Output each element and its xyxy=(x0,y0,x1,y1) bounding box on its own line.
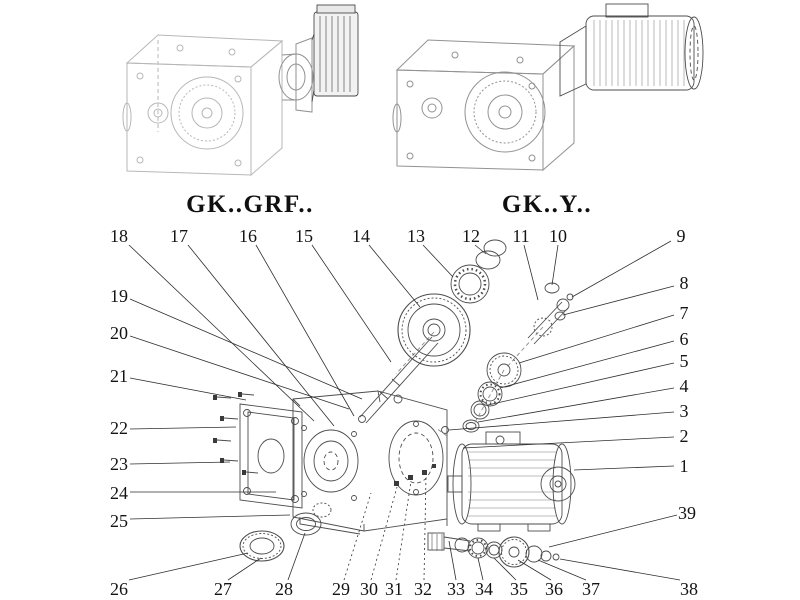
motor-drawing-y xyxy=(559,3,704,97)
callout-20: 20 xyxy=(110,323,128,343)
callout-7: 7 xyxy=(679,303,689,323)
leader-line-13 xyxy=(422,244,454,278)
electric-motor xyxy=(435,427,576,532)
leader-line-18 xyxy=(128,244,315,422)
bevel-gear-stack xyxy=(441,352,522,434)
callout-27: 27 xyxy=(214,579,232,599)
callout-11: 11 xyxy=(512,226,530,246)
leader-line-33 xyxy=(448,540,457,581)
leader-line-30 xyxy=(370,486,398,581)
callout-23: 23 xyxy=(110,454,128,474)
leader-line-4 xyxy=(477,387,675,423)
flange-bolts xyxy=(213,392,259,475)
leader-line-11 xyxy=(523,244,539,301)
fan-housing-grf xyxy=(311,4,359,103)
gear-housing xyxy=(292,390,448,535)
input-shaft-assembly xyxy=(358,331,439,424)
callout-32: 32 xyxy=(414,579,432,599)
callout-17: 17 xyxy=(170,226,188,246)
leader-line-21 xyxy=(129,377,247,401)
callout-14: 14 xyxy=(352,226,370,246)
leader-line-31 xyxy=(395,480,412,581)
leader-line-34 xyxy=(477,557,484,581)
leader-line-37 xyxy=(537,559,587,581)
leader-line-6 xyxy=(499,340,675,389)
leader-line-5 xyxy=(487,362,675,406)
leader-line-27 xyxy=(227,557,262,581)
leader-line-14 xyxy=(368,244,421,308)
input-flange-grf xyxy=(278,37,314,113)
callout-33: 33 xyxy=(447,579,465,599)
callout-29: 29 xyxy=(332,579,350,599)
leader-lines xyxy=(128,240,681,581)
leader-line-38 xyxy=(559,558,681,581)
callout-18: 18 xyxy=(110,226,128,246)
callout-30: 30 xyxy=(360,579,378,599)
leader-line-32 xyxy=(423,475,427,581)
variant-label-gk-grf: GK..GRF.. xyxy=(186,191,314,218)
leader-line-7 xyxy=(518,314,675,364)
leader-line-36 xyxy=(517,559,552,581)
large-gear xyxy=(397,293,471,367)
callout-15: 15 xyxy=(295,226,313,246)
leader-line-25 xyxy=(129,514,291,520)
callout-9: 9 xyxy=(676,226,686,246)
mounting-flange-plate xyxy=(239,403,303,509)
leader-line-39 xyxy=(548,514,678,548)
leader-line-22 xyxy=(129,426,237,430)
leader-line-28 xyxy=(287,532,306,581)
leader-line-26 xyxy=(128,552,249,581)
leader-line-9 xyxy=(571,240,672,298)
callout-22: 22 xyxy=(110,418,128,438)
leader-line-23 xyxy=(129,461,231,465)
callout-8: 8 xyxy=(679,273,689,293)
output-gear-ring xyxy=(239,502,332,562)
leader-line-35 xyxy=(493,557,517,581)
callout-34: 34 xyxy=(475,579,493,599)
callout-12: 12 xyxy=(462,226,480,246)
callout-24: 24 xyxy=(110,483,128,503)
callout-28: 28 xyxy=(275,579,293,599)
callout-21: 21 xyxy=(110,366,128,386)
callout-2: 2 xyxy=(679,426,689,446)
callout-36: 36 xyxy=(545,579,563,599)
variant-label-gk-y: GK..Y.. xyxy=(501,191,593,218)
callout-25: 25 xyxy=(110,511,128,531)
callout-10: 10 xyxy=(549,226,567,246)
gearbox-drawing-y xyxy=(392,39,576,172)
leader-line-8 xyxy=(562,285,675,316)
output-shaft-assembly xyxy=(427,532,560,568)
callout-31: 31 xyxy=(385,579,403,599)
callout-19: 19 xyxy=(110,286,128,306)
callout-35: 35 xyxy=(510,579,528,599)
leader-line-2 xyxy=(462,436,675,449)
gearbox-drawing-grf xyxy=(122,34,284,177)
leader-line-20 xyxy=(129,335,350,410)
pinion-shaft-assembly xyxy=(505,282,574,369)
callout-5: 5 xyxy=(679,351,689,371)
leader-line-1 xyxy=(573,465,675,471)
callout-3: 3 xyxy=(679,401,689,421)
leader-line-16 xyxy=(255,244,355,417)
retaining-rings xyxy=(475,239,507,270)
leader-line-15 xyxy=(311,244,392,363)
leader-line-19 xyxy=(129,298,363,400)
leader-line-10 xyxy=(551,244,559,286)
callout-1: 1 xyxy=(679,456,689,476)
motor-fasteners xyxy=(394,464,436,486)
leader-line-12 xyxy=(474,244,487,255)
callout-4: 4 xyxy=(679,376,689,396)
callout-6: 6 xyxy=(679,329,689,349)
callout-39: 39 xyxy=(678,503,696,523)
leader-line-3 xyxy=(448,411,675,431)
leader-line-17 xyxy=(187,244,335,427)
callout-16: 16 xyxy=(239,226,257,246)
leader-line-29 xyxy=(343,492,372,581)
callout-26: 26 xyxy=(110,579,128,599)
callout-13: 13 xyxy=(407,226,425,246)
input-bearing xyxy=(450,264,490,304)
callout-37: 37 xyxy=(582,579,600,599)
callout-38: 38 xyxy=(680,579,698,599)
